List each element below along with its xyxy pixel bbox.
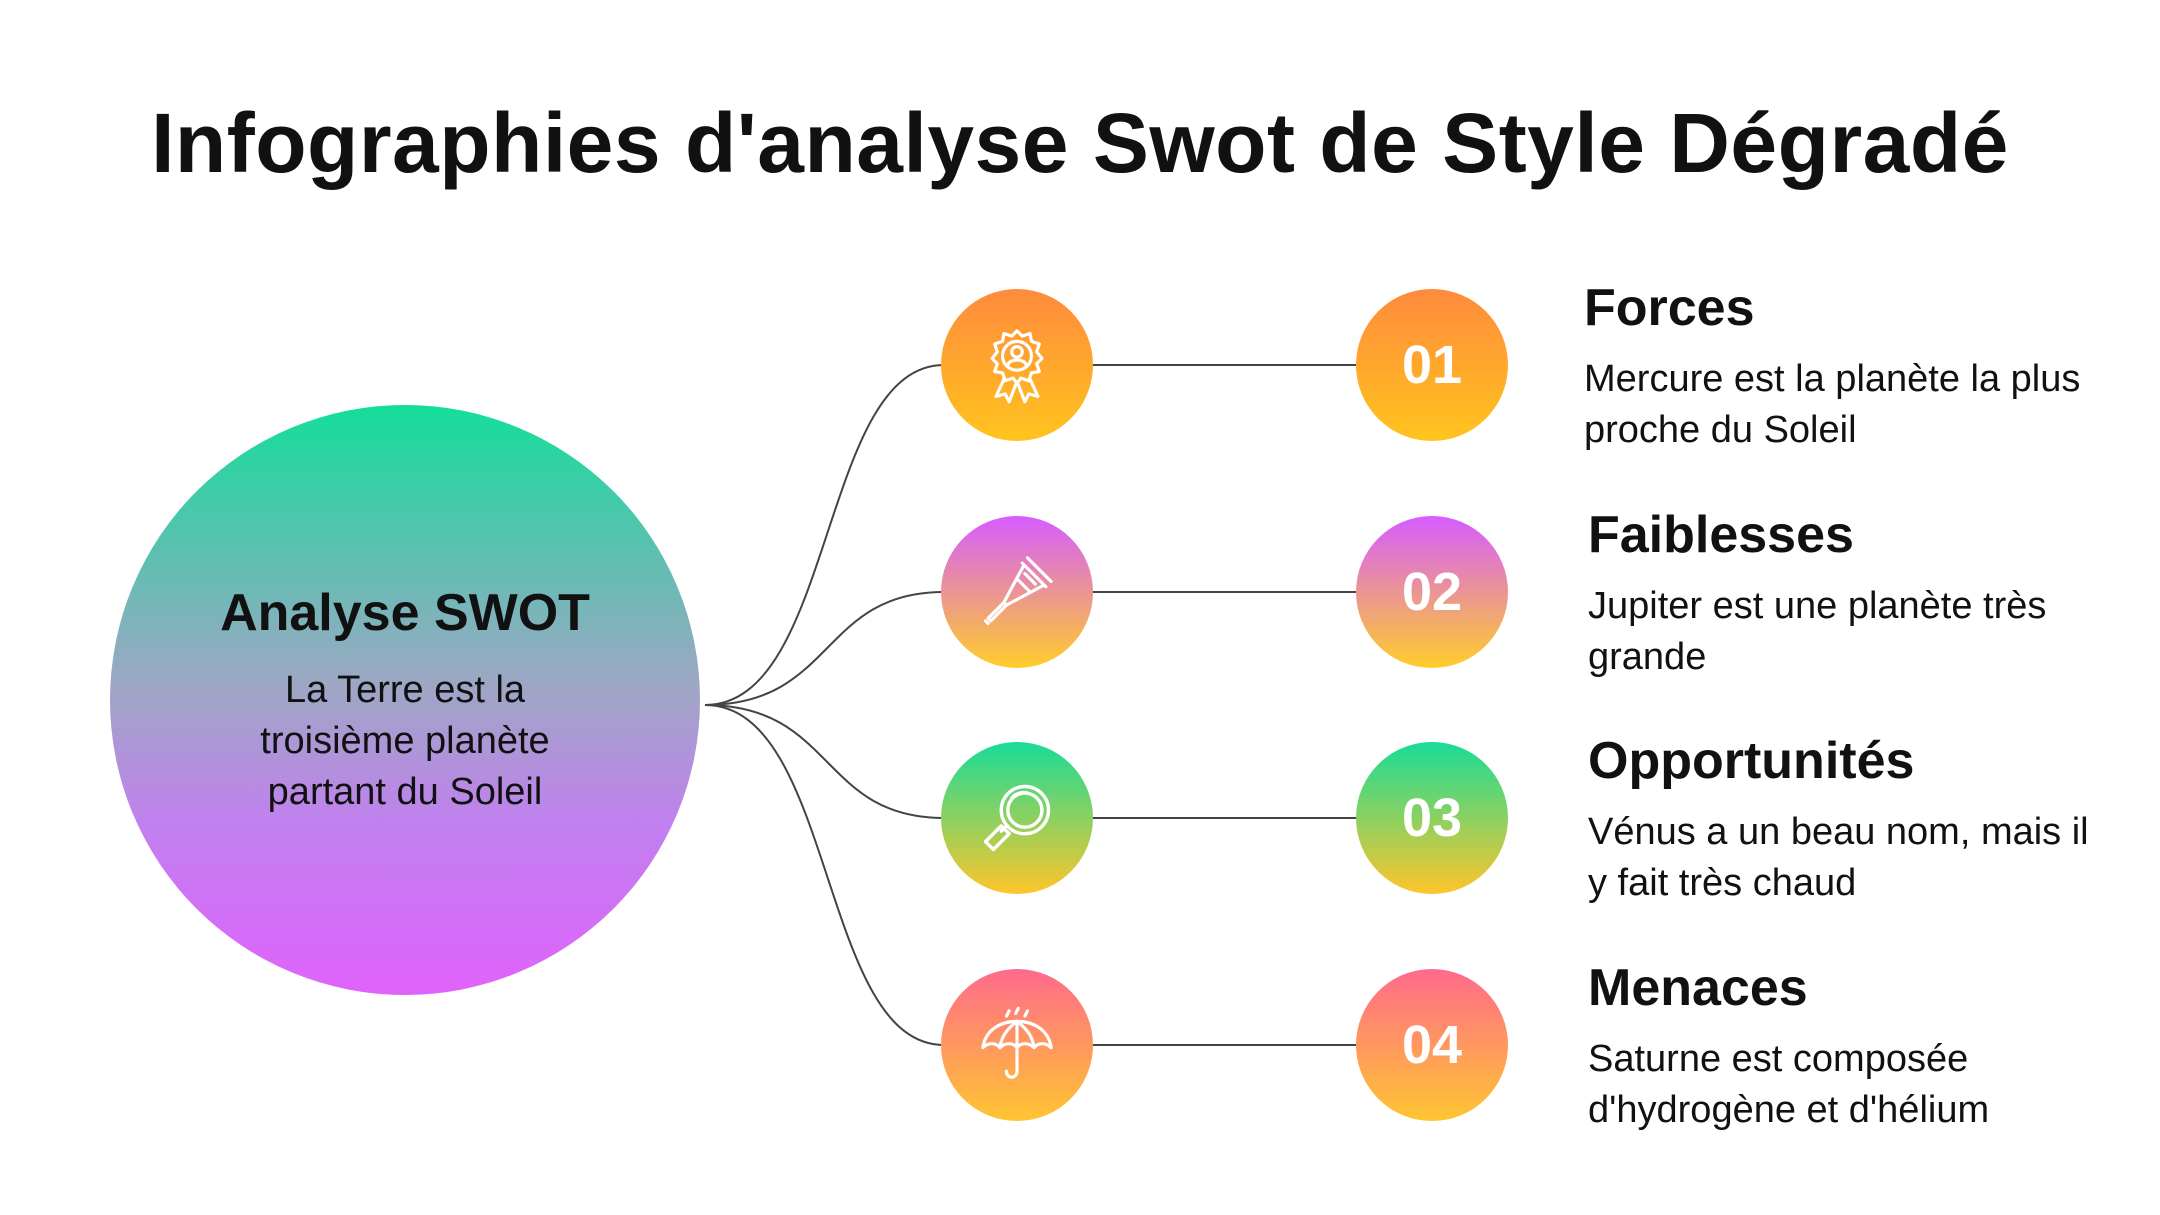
item-number: 03 [1401, 788, 1463, 848]
page-title: Infographies d'analyse Swot de Style Dég… [151, 96, 2009, 190]
award-badge-icon [941, 289, 1093, 441]
magnifier-icon [941, 742, 1093, 894]
item-title-opportunites: Opportunités [1588, 732, 1915, 790]
swot-number-circle-04: 04 [1356, 969, 1508, 1121]
item-number: 01 [1401, 335, 1463, 395]
item-title-faiblesses: Faiblesses [1588, 506, 1854, 564]
swot-number-circle-01: 01 [1356, 289, 1508, 441]
swot-number-circle-03: 03 [1356, 742, 1508, 894]
item-number: 04 [1401, 1015, 1463, 1075]
umbrella-icon [941, 969, 1093, 1121]
item-text-forces: Mercure est la planète la plus proche du… [1584, 358, 2081, 451]
center-text: La Terre est la troisième planète partan… [260, 669, 550, 813]
item-number: 02 [1401, 562, 1463, 622]
item-title-forces: Forces [1584, 279, 1755, 337]
item-text-opportunites: Vénus a un beau nom, mais il y fait très… [1588, 811, 2089, 904]
crutch-icon [941, 516, 1093, 668]
item-title-menaces: Menaces [1588, 959, 1808, 1017]
item-text-menaces: Saturne est composée d'hydrogène et d'hé… [1588, 1038, 1990, 1131]
swot-number-circle-02: 02 [1356, 516, 1508, 668]
swot-center-circle: Analyse SWOT La Terre est la troisième p… [110, 405, 700, 995]
center-title: Analyse SWOT [220, 584, 590, 642]
item-text-faiblesses: Jupiter est une planète très grande [1588, 585, 2047, 678]
